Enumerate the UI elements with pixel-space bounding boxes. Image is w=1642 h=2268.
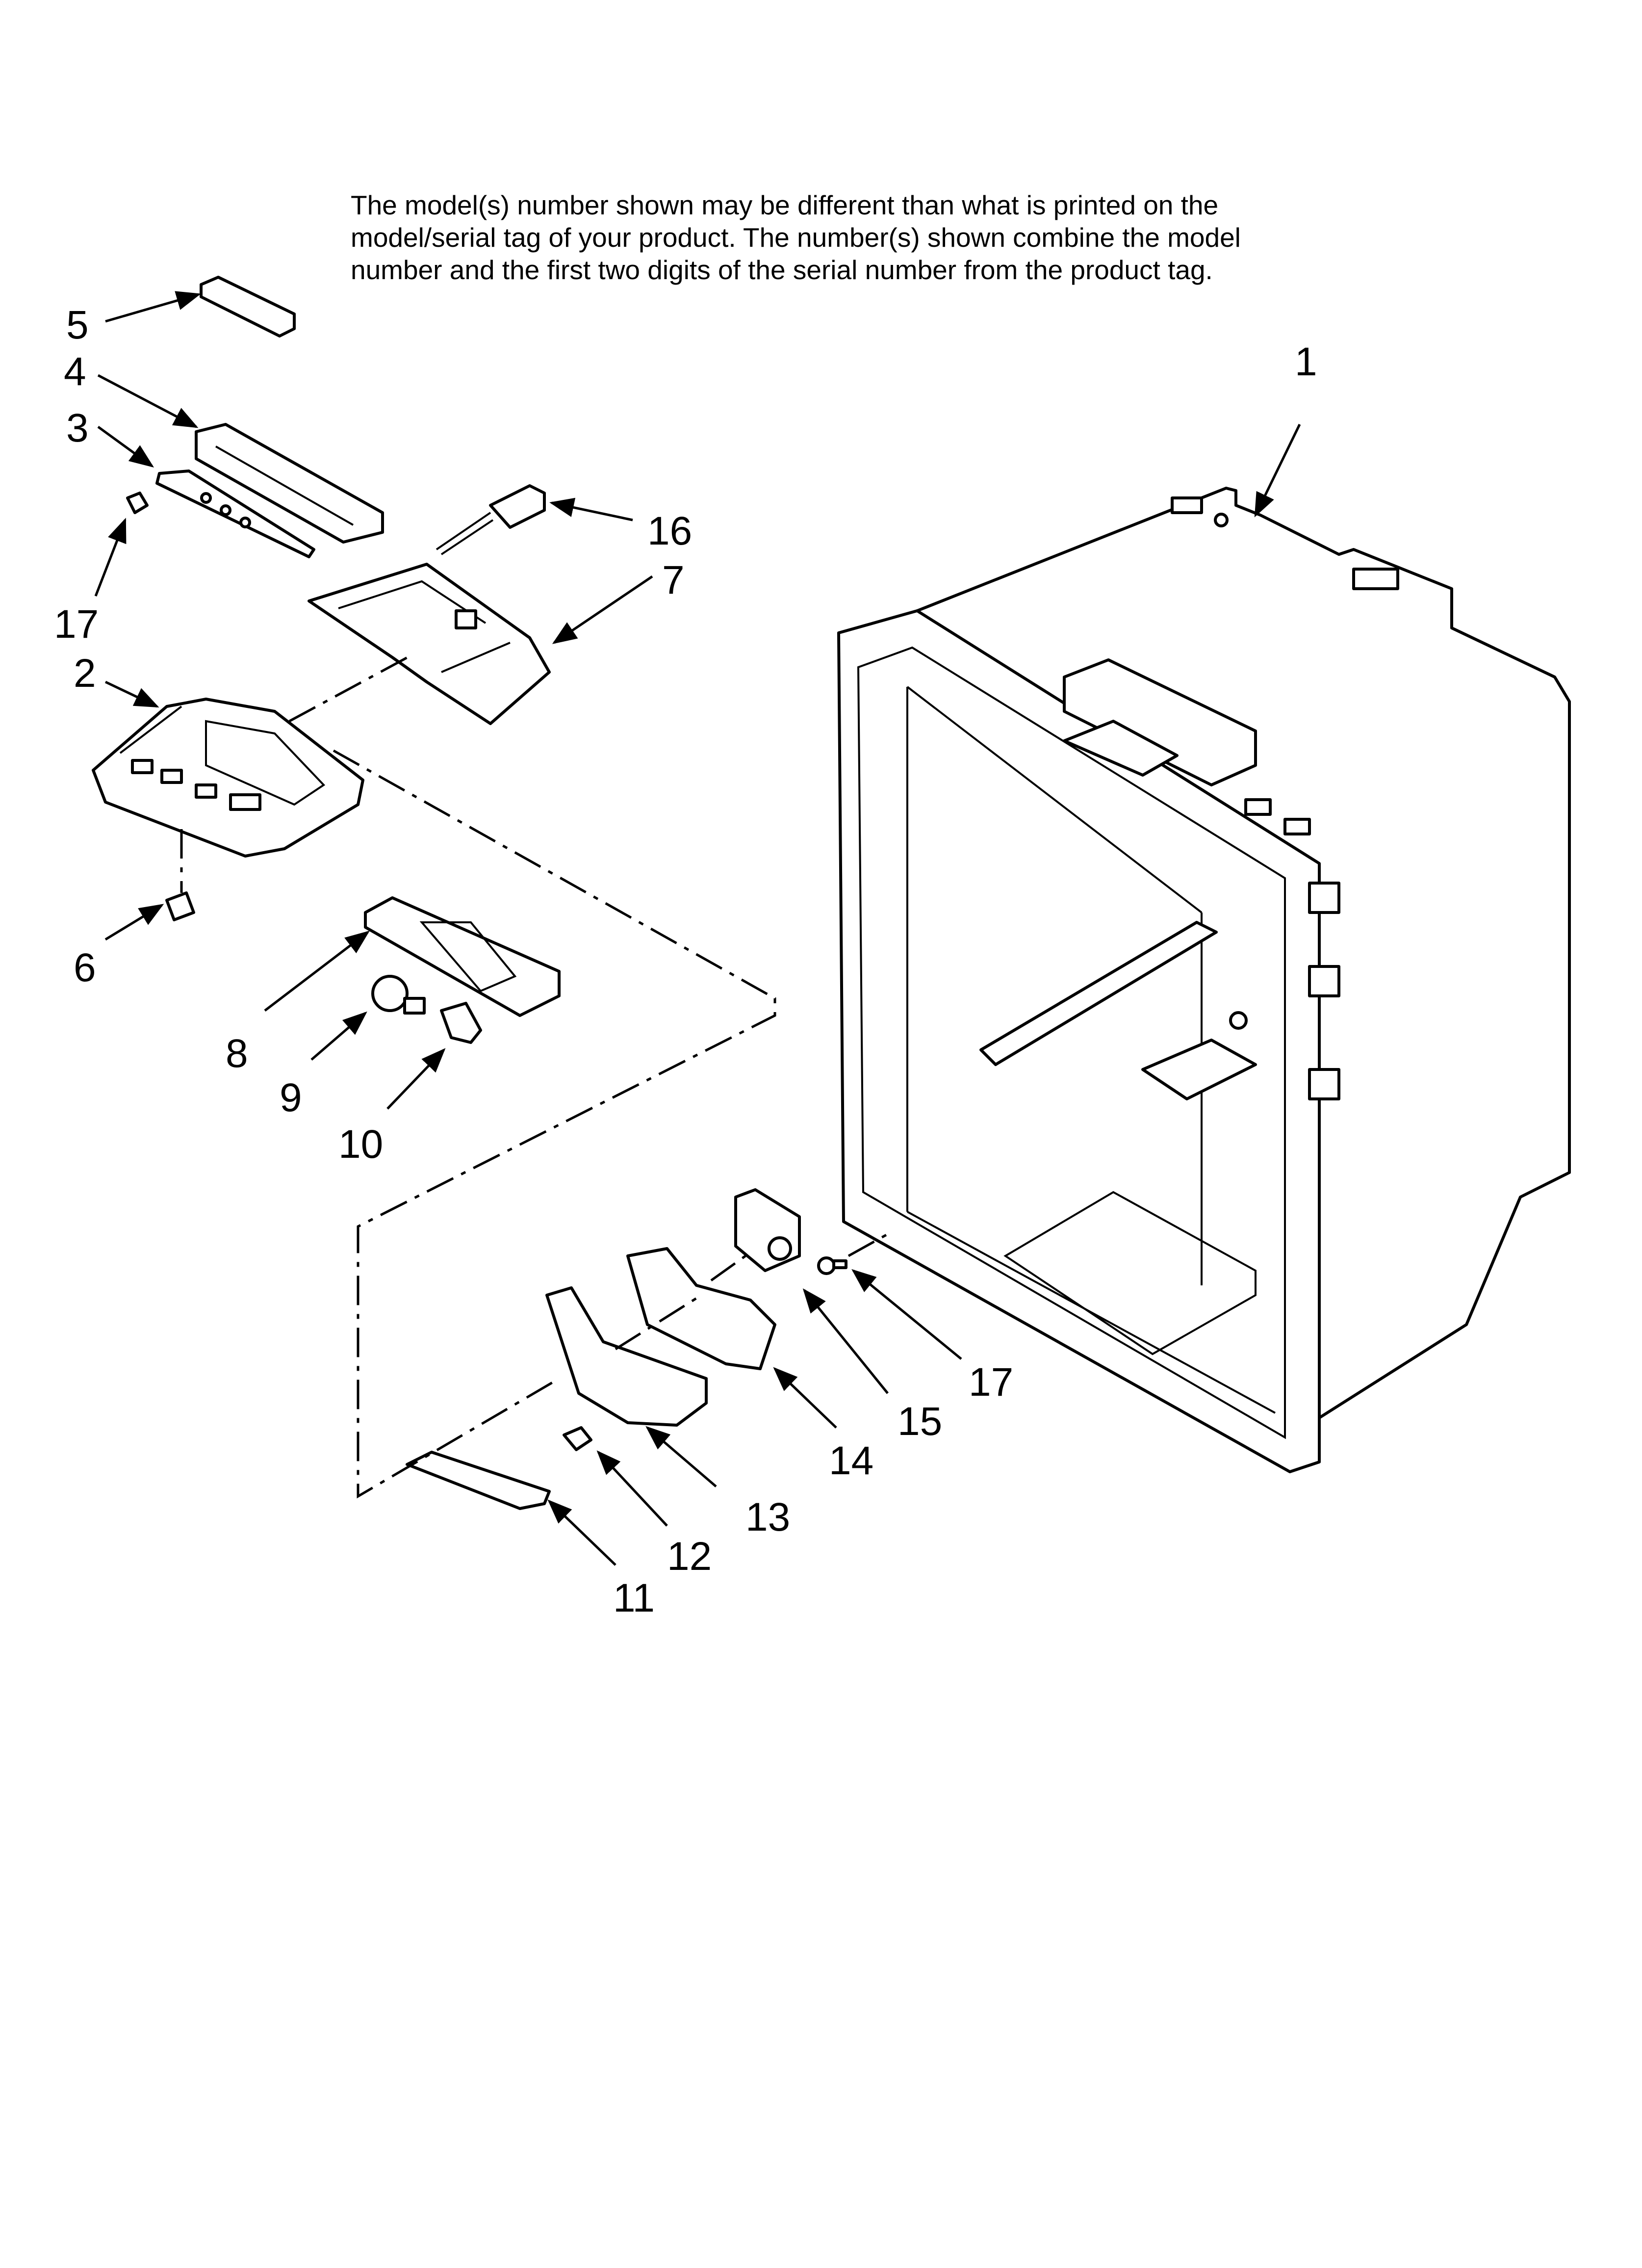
callout-labels: 1 2 3 4 5 6 7 8 9 10 11 12 13 14 15 16 1…: [54, 303, 1317, 1620]
part-4-control-bracket: [195, 423, 384, 544]
part-6-switch: [165, 891, 195, 921]
part-13-deflector: [545, 1286, 708, 1427]
disclaimer-note: The model(s) number shown may be differe…: [351, 189, 1430, 286]
callout-13: 13: [745, 1495, 790, 1539]
part-5-cover: [200, 276, 296, 338]
callout-9: 9: [280, 1075, 302, 1120]
part-2-control-housing: [92, 698, 364, 858]
leader-lines: [94, 291, 1301, 1566]
callout-5: 5: [66, 303, 89, 347]
part-17-screw-lower: [817, 1256, 847, 1275]
callout-14: 14: [829, 1438, 873, 1483]
callout-1: 1: [1295, 339, 1317, 384]
callout-11: 11: [613, 1576, 655, 1620]
callout-12: 12: [667, 1534, 712, 1579]
note-line-3: number and the first two digits of the s…: [351, 255, 1213, 285]
part-1-cabinet-liner: [837, 487, 1571, 1473]
callout-7: 7: [662, 558, 685, 602]
part-8-light-housing: [364, 896, 561, 1017]
callout-2: 2: [74, 651, 96, 696]
part-11-trim: [406, 1451, 551, 1510]
part-9-light-bulb: [371, 975, 426, 1015]
part-14-housing: [626, 1247, 776, 1370]
callout-3: 3: [66, 406, 89, 450]
callout-16: 16: [647, 509, 692, 553]
callout-8: 8: [226, 1031, 248, 1076]
part-10-light-socket: [440, 1002, 482, 1044]
part-12-screw: [563, 1426, 592, 1451]
callout-6: 6: [74, 945, 96, 990]
part-3-control-overlay: [155, 469, 315, 558]
part-16-sensor: [436, 484, 546, 555]
callout-17-lower: 17: [969, 1360, 1013, 1405]
part-15-control: [734, 1188, 801, 1272]
part-7-light-shield: [308, 563, 551, 725]
part-17-screw-upper: [126, 492, 149, 514]
callout-17-upper: 17: [54, 602, 99, 647]
callout-10: 10: [338, 1122, 383, 1167]
callout-4: 4: [64, 349, 86, 394]
note-line-1: The model(s) number shown may be differe…: [351, 190, 1219, 220]
assembly-lines: [180, 653, 894, 1499]
note-line-2: model/serial tag of your product. The nu…: [351, 222, 1241, 253]
callout-15: 15: [898, 1399, 942, 1444]
